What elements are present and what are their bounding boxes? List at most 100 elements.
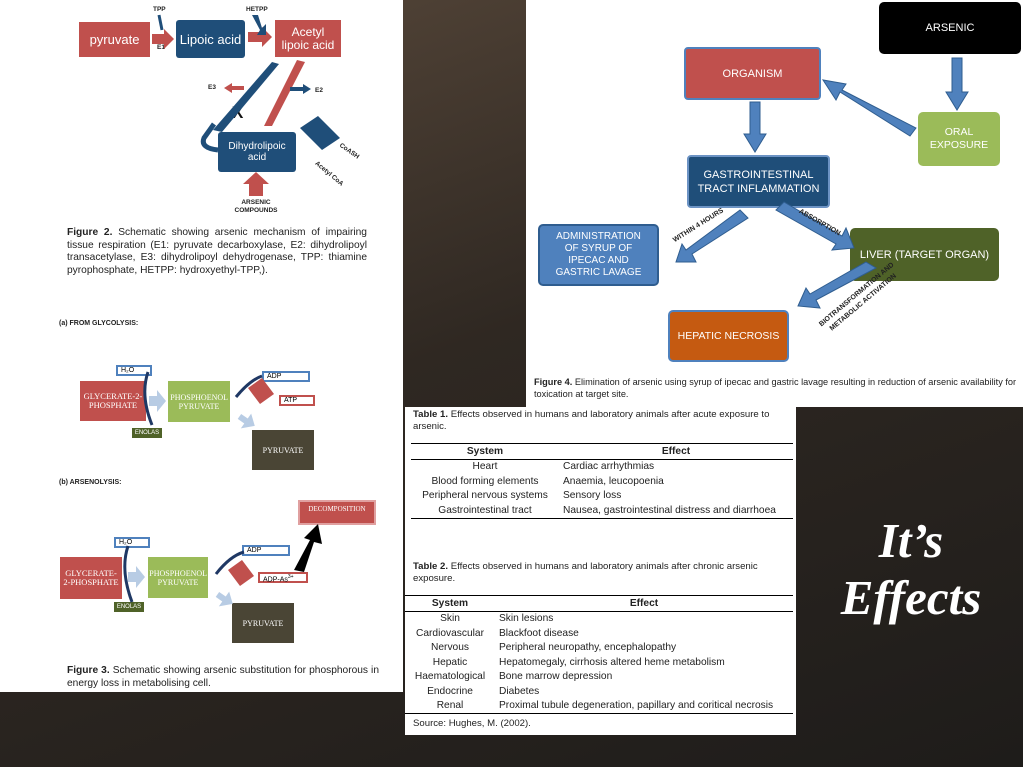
oral-exposure-box: ORAL EXPOSURE [918, 112, 1000, 166]
table-cell: Blackfoot disease [499, 627, 579, 639]
pyruvate-box: pyruvate [79, 22, 150, 57]
table2-source: Source: Hughes, M. (2002). [413, 718, 531, 729]
tables-panel: Table 1. Effects observed in humans and … [405, 407, 796, 735]
fig2-caption: Figure 2. Schematic showing arsenic mech… [67, 227, 367, 277]
h2o-box-b: H₂O [114, 537, 150, 548]
glycerate-box: GLYCERATE-2-PHOSPHATE [80, 381, 146, 421]
e3-arrow-icon [224, 83, 244, 93]
phosphoenol-label: PHOSPHOENOL PYRUVATE [170, 392, 229, 411]
curve-arrow-icon [214, 550, 245, 575]
table-cell: Hepatic [432, 656, 468, 668]
pyruvate-label-b: PYRUVATE [242, 618, 284, 628]
acetyl-lipoic-box: Acetyl lipoic acid [275, 20, 341, 57]
fig3-caption-text: Schematic showing arsenic substitution f… [67, 665, 379, 689]
hepatic-necrosis-label: HEPATIC NECROSIS [677, 330, 780, 342]
table2-caption-text: Effects observed in humans and laborator… [413, 561, 758, 584]
red-wedge-shape [264, 60, 305, 126]
to-necrosis-arrow-icon [797, 261, 878, 309]
pyruvate-label: pyruvate [89, 32, 140, 47]
h2o-box: H₂O [116, 365, 152, 376]
phosphoenol-box-b: PHOSPHOENOL PYRUVATE [148, 557, 208, 598]
hetpp-arrow-icon [252, 15, 266, 35]
curved-return-arrow-icon [200, 122, 219, 153]
table-cell: Heart [472, 461, 498, 473]
decomposition-box: DECOMPOSITION [298, 500, 376, 525]
adp-box: ADP [262, 371, 310, 382]
red-right-arrow-icon [152, 29, 174, 49]
tpp-label: TPP [153, 6, 166, 13]
table-cell: Blood forming elements [431, 475, 539, 487]
lipoic-acid-label: Lipoic acid [179, 31, 242, 47]
fig3-caption: Figure 3. Schematic showing arsenic subs… [67, 665, 379, 690]
table2-header-effect: Effect [629, 597, 659, 609]
adp-as-label: ADP-As [263, 576, 288, 584]
adp-label-b: ADP [247, 547, 262, 554]
atp-label: ATP [284, 397, 298, 404]
glycerate-label: GLYCERATE-2-PHOSPHATE [83, 390, 143, 410]
arsenic-up-arrow-icon [243, 172, 269, 196]
slide-title-line2: Effects [840, 570, 982, 625]
table1-header-effect: Effect [661, 445, 691, 457]
liver-box: LIVER (TARGET ORGAN) [850, 228, 999, 281]
fig4-caption-label: Figure 4. [534, 377, 573, 387]
e2-arrow-icon [290, 84, 311, 94]
adp-as-box: ADP-As3+ [258, 572, 308, 583]
arsenic-down-arrow-icon [945, 57, 969, 111]
gray-down-arrow-icon [215, 591, 233, 607]
adp-as-superscript: 3+ [287, 574, 294, 580]
decomposition-label: DECOMPOSITION [308, 505, 366, 513]
table-cell: Nervous [431, 642, 469, 654]
table1-header-system: System [466, 445, 504, 457]
table-row: Endocrine Diabetes [405, 684, 793, 699]
arsenic-label: ARSENIC [925, 22, 975, 34]
organism-down-arrow-icon [743, 101, 767, 153]
to-liver-arrow-icon [775, 201, 855, 251]
pyruvate-box-a: PYRUVATE [252, 430, 314, 470]
e3-label: E3 [208, 84, 216, 91]
gi-box: GASTROINTESTINAL TRACT INFLAMMATION [687, 155, 830, 208]
table-cell: Hepatomegaly, cirrhosis altered heme met… [499, 656, 725, 668]
enolas-label: ENOLAS [134, 430, 160, 436]
fig4-caption: Figure 4. Elimination of arsenic using s… [534, 377, 1018, 400]
red-parallelogram-shape [248, 378, 274, 404]
red-parallelogram-shape [228, 560, 254, 586]
table1-caption-text: Effects observed in humans and laborator… [413, 409, 770, 432]
table1-caption: Table 1. Effects observed in humans and … [413, 409, 791, 433]
admin-box: ADMINISTRATION OF SYRUP OF IPECAC AND GA… [538, 224, 659, 286]
slide-title: It’s Effects [806, 512, 1016, 626]
glycerate-label-b: GLYCERATE-2-PHOSPHATE [63, 567, 119, 587]
table-cell: Diabetes [499, 685, 540, 697]
tpp-arrow-icon [157, 14, 164, 31]
fig4-panel: ARSENIC ORGANISM ORAL EXPOSURE GASTROINT… [526, 0, 1023, 407]
table-cell: Proximal tubule degeneration, papillary … [499, 700, 774, 712]
fig3-caption-label: Figure 3. [67, 665, 110, 676]
table-cell: Sensory loss [563, 490, 622, 502]
gray-right-arrow-icon [128, 566, 145, 588]
dihydrolipoic-label: Dihydrolipoic acid [228, 141, 286, 163]
e1-label: E1 [157, 44, 165, 51]
table-cell: Nausea, gastrointestinal distress and di… [563, 504, 776, 516]
table2-caption-label: Table 2. [413, 561, 449, 572]
hetpp-label: HETPP [246, 6, 268, 13]
atp-box: ATP [279, 395, 315, 406]
fig2-caption-text: Schematic showing arsenic mechanism of i… [67, 227, 367, 276]
table-cell: Haematological [414, 671, 486, 683]
liver-label: LIVER (TARGET ORGAN) [859, 248, 990, 261]
curve-arrow-icon [123, 545, 134, 603]
adp-label: ADP [267, 373, 282, 380]
table-cell: Renal [436, 700, 464, 712]
fig2-arrows [152, 14, 340, 196]
oral-to-organism-arrow-icon [821, 79, 917, 137]
glycerate-box-b: GLYCERATE-2-PHOSPHATE [60, 557, 122, 599]
fig3-label-glycolysis: (a) FROM GLYCOLYSIS: [59, 320, 139, 327]
table-row: Hepatic Hepatomegaly, cirrhosis altered h… [405, 655, 793, 670]
table-cell: Endocrine [427, 685, 473, 697]
curve-arrow-icon [234, 374, 263, 398]
